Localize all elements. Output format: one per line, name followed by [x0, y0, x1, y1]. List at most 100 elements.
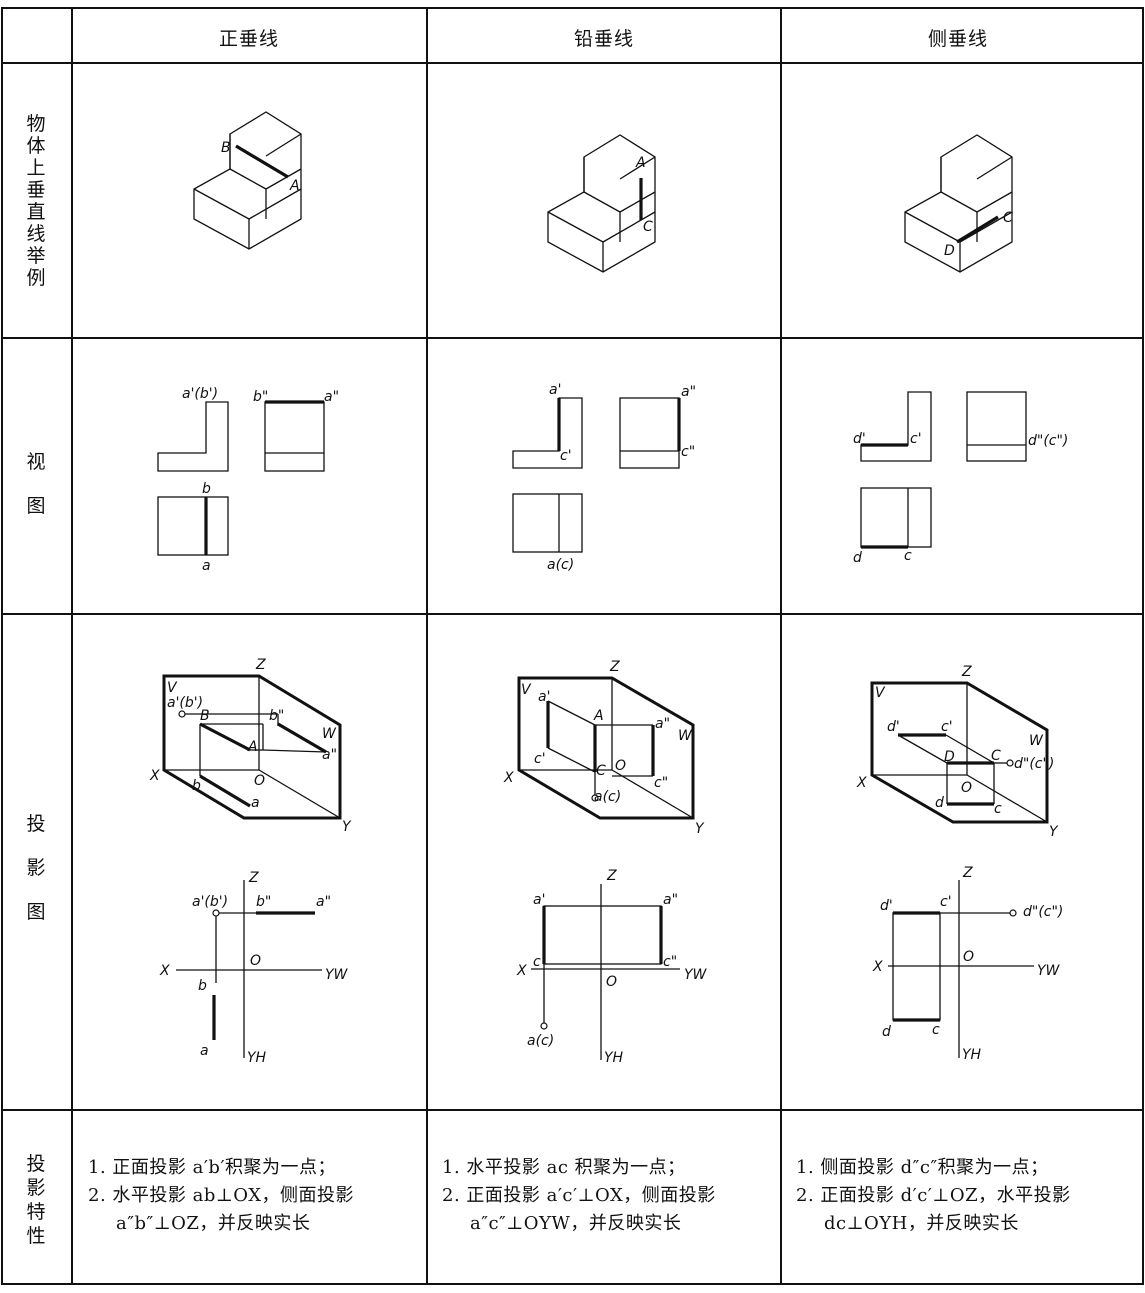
solid-col3-edge-dc	[956, 215, 999, 244]
flat-col2-label-yh: YH	[604, 1050, 624, 1066]
iso-col3-label-d-front: d'	[887, 719, 900, 735]
views-col1-label-ab-front: a'(b')	[182, 386, 218, 402]
iso-col1-label-o: O	[254, 773, 265, 789]
solid-col1-label-a: A	[289, 178, 300, 194]
properties-col2: 1. 水平投影 ac 积聚为一点； 2. 正面投影 a′c′⊥OX，侧面投影 a…	[442, 1154, 716, 1238]
iso-col3-label-z: Z	[961, 664, 972, 680]
iso-col3-label-dc-side: d"(c")	[1014, 756, 1054, 772]
header-frontal-perpendicular: 正垂线	[218, 28, 279, 50]
properties-col3-line3: dc⊥OYH，并反映实长	[824, 1213, 1019, 1234]
row-label-example-text: 物体上垂直线举例	[26, 113, 46, 289]
flat-col1	[176, 880, 322, 1058]
views-col2-label-ac-top: a(c)	[547, 557, 574, 573]
properties-col3-line2: 2. 正面投影 d′c′⊥OZ，水平投影	[796, 1185, 1071, 1206]
iso-col2-label-c-side: c"	[654, 775, 668, 791]
iso-col1-label-a-lower: a	[251, 795, 260, 811]
flat-col2-label-x: X	[516, 963, 527, 979]
iso-col3-label-x: X	[856, 775, 867, 791]
iso-col2-label-c-upper: C	[596, 763, 606, 779]
properties-col2-line2: 2. 正面投影 a′c′⊥OX，侧面投影	[442, 1185, 716, 1206]
iso-col3-label-v: V	[875, 685, 886, 701]
flat-col1-label-a-side: a"	[316, 894, 331, 910]
iso-col3-label-c-upper: C	[991, 748, 1001, 764]
solid-col3	[904, 134, 1013, 273]
flat-col2-label-z: Z	[606, 868, 617, 884]
views-col3-label-d-top: d	[853, 550, 862, 566]
flat-col2-label-yw: YW	[684, 967, 708, 983]
views-col3-label-d-front: d'	[853, 431, 866, 447]
flat-col3	[888, 880, 1034, 1058]
flat-col3-label-c-front: c'	[940, 894, 952, 910]
flat-col3-label-yw: YW	[1037, 963, 1061, 979]
views-col1-label-b-side: b"	[253, 389, 268, 405]
row-label-properties: 投影特性	[0, 1152, 72, 1248]
flat-col3-label-c-top: c	[932, 1022, 940, 1038]
iso-col1-label-b-upper: B	[200, 708, 210, 724]
views-col1-label-a-side: a"	[324, 389, 339, 405]
solid-col3-label-d: D	[944, 243, 955, 259]
flat-col3-label-dc-side: d"(c")	[1023, 904, 1063, 920]
iso-col1	[162, 674, 342, 820]
solid-col3-label-c: C	[1003, 210, 1013, 226]
views-col3-label-c-front: c'	[910, 431, 922, 447]
iso-col2-label-o: O	[615, 758, 626, 774]
views-col3-label-dc-side: d"(c")	[1028, 433, 1068, 449]
iso-col3-label-c-front: c'	[941, 719, 953, 735]
iso-col2-label-y: Y	[695, 821, 705, 837]
flat-col1-label-yw: YW	[325, 967, 349, 983]
views-col1-label-a-top: a	[202, 558, 211, 574]
flat-col1-label-z: Z	[248, 870, 259, 886]
flat-col3-label-z: Z	[962, 865, 973, 881]
flat-col3-label-d-front: d'	[880, 898, 893, 914]
solid-col1-label-b: B	[221, 140, 231, 156]
iso-col1-label-x: X	[149, 768, 160, 784]
solid-col2-label-c: C	[643, 219, 653, 235]
iso-col3-label-d-lower: d	[935, 795, 944, 811]
row-label-properties-text: 投影特性	[26, 1153, 46, 1247]
views-col1-label-b-top: b	[202, 481, 211, 497]
iso-col2-label-ac: a(c)	[594, 789, 621, 805]
properties-col1: 1. 正面投影 a′b′积聚为一点； 2. 水平投影 ab⊥OX，侧面投影 a″…	[88, 1154, 354, 1238]
flat-col2-label-ac: a(c)	[527, 1033, 554, 1049]
iso-col2	[517, 676, 695, 820]
views-col1	[157, 401, 325, 556]
flat-col2-label-c-side: c"	[663, 954, 677, 970]
flat-col3-label-yh: YH	[962, 1047, 982, 1063]
iso-col2-label-a-side: a"	[655, 716, 670, 732]
properties-col1-line1: 1. 正面投影 a′b′积聚为一点；	[88, 1157, 337, 1178]
flat-col1-label-ab: a'(b')	[192, 894, 228, 910]
views-col3	[860, 391, 1027, 548]
row-label-views: 视图	[0, 440, 72, 528]
iso-col1-label-a-side: a"	[322, 747, 337, 763]
iso-col3-label-o: O	[961, 780, 972, 796]
iso-col2-label-a-front: a'	[538, 689, 550, 705]
flat-col2-label-c-front: c	[533, 954, 541, 970]
flat-col2-label-a-front: a'	[533, 892, 545, 908]
views-col2-label-a-front: a'	[549, 382, 561, 398]
iso-col3-label-y: Y	[1049, 824, 1059, 840]
flat-col3-label-d-top: d	[882, 1024, 891, 1040]
solid-col1	[193, 111, 302, 250]
iso-col2-label-v: V	[521, 682, 532, 698]
solid-col1-edge-ab	[235, 144, 289, 179]
properties-col2-line1: 1. 水平投影 ac 积聚为一点；	[442, 1157, 686, 1178]
header-vertical-perpendicular: 铅垂线	[573, 28, 634, 50]
iso-col2-label-x: X	[503, 770, 514, 786]
properties-col3: 1. 侧面投影 d″c″积聚为一点； 2. 正面投影 d′c′⊥OZ，水平投影 …	[796, 1154, 1071, 1238]
iso-col2-label-c-front: c'	[534, 751, 546, 767]
iso-col1-label-ab: a'(b')	[167, 695, 203, 711]
flat-col1-label-o: O	[250, 953, 261, 969]
flat-col2-label-a-side: a"	[663, 892, 678, 908]
flat-col1-label-yh: YH	[247, 1050, 267, 1066]
row-label-projection-text: 投影图	[26, 813, 46, 923]
flat-col1-label-a-top: a	[200, 1043, 209, 1059]
views-col2-label-c-side: c"	[681, 444, 695, 460]
properties-col3-line1: 1. 侧面投影 d″c″积聚为一点；	[796, 1157, 1049, 1178]
properties-col1-line3: a″b″⊥OZ，并反映实长	[116, 1213, 311, 1234]
properties-col2-line3: a″c″⊥OYW，并反映实长	[470, 1213, 682, 1234]
iso-col2-label-z: Z	[609, 659, 620, 675]
row-label-example: 物体上垂直线举例	[0, 113, 72, 289]
iso-col1-label-b-lower: b	[192, 778, 201, 794]
views-col3-label-c-top: c	[904, 548, 912, 564]
